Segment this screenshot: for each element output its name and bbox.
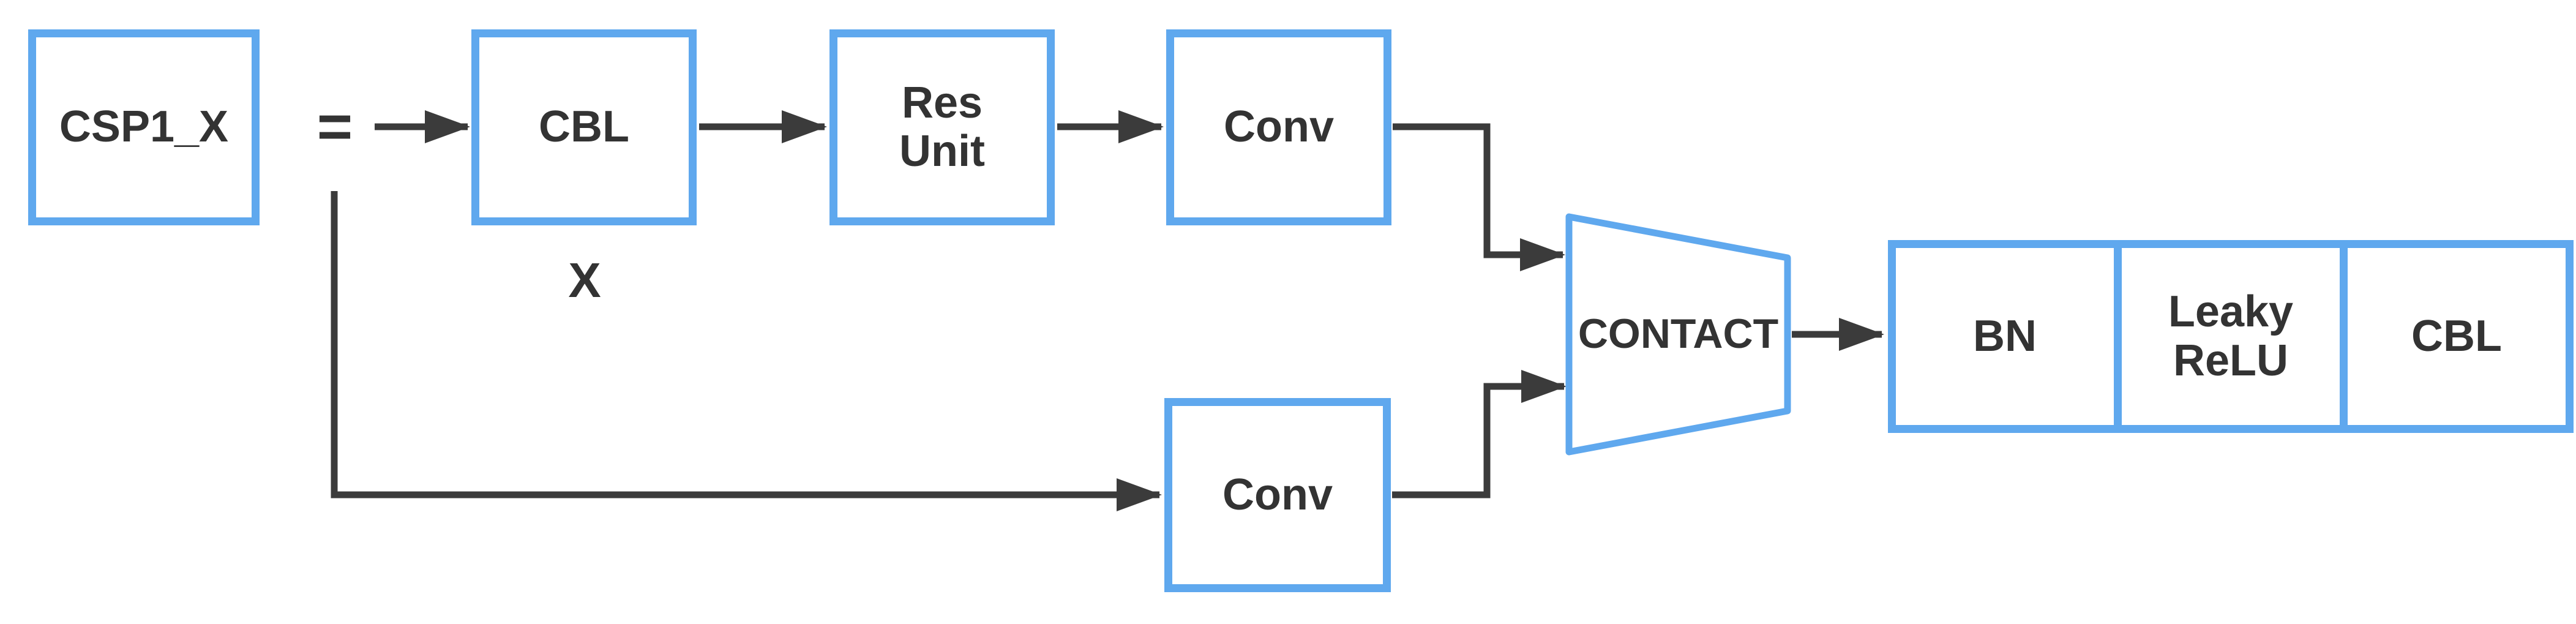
bn-label: BN bbox=[1973, 311, 2037, 361]
arrow-bypass-to-conv-bottom bbox=[331, 191, 1162, 511]
contact-trapezoid-label: CONTACT bbox=[1578, 310, 1779, 357]
cbl-output-block: CBL bbox=[2340, 240, 2574, 433]
conv-bottom-label: Conv bbox=[1222, 470, 1333, 519]
csp1x-block: CSP1_X bbox=[28, 29, 260, 225]
csp1x-label: CSP1_X bbox=[59, 102, 229, 152]
arrow-conv-top-to-contact bbox=[1393, 123, 1565, 271]
conv-top-label: Conv bbox=[1224, 102, 1334, 152]
bn-block: BN bbox=[1888, 240, 2122, 433]
conv-top-block: Conv bbox=[1166, 29, 1391, 225]
cbl-label: CBL bbox=[539, 102, 629, 152]
leaky-relu-label-line2: ReLU bbox=[2173, 336, 2288, 385]
x-multiplier-label: X bbox=[568, 253, 601, 307]
cbl-block: CBL bbox=[471, 29, 697, 225]
contact-trapezoid-shape bbox=[1565, 213, 1791, 456]
cbl-output-label: CBL bbox=[2411, 311, 2502, 361]
res-unit-label-line2: Unit bbox=[899, 127, 985, 176]
arrow-conv-bottom-to-contact bbox=[1392, 370, 1567, 498]
leaky-relu-block: Leaky ReLU bbox=[2114, 240, 2348, 433]
res-unit-label-line1: Res bbox=[901, 78, 983, 127]
conv-bottom-block: Conv bbox=[1164, 398, 1391, 592]
leaky-relu-label-line1: Leaky bbox=[2168, 287, 2294, 337]
output-row: BN Leaky ReLU CBL bbox=[1888, 240, 2574, 433]
res-unit-block: Res Unit bbox=[829, 29, 1055, 225]
equals-sign: = bbox=[316, 92, 353, 161]
